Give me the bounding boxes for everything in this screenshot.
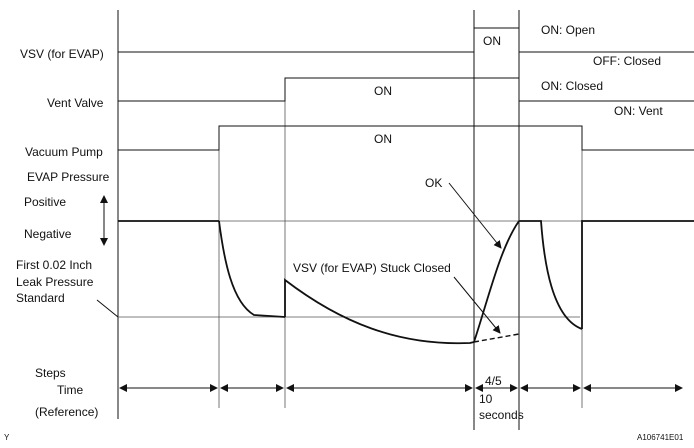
vacuum-pump-on-text: ON (374, 132, 392, 146)
negative-pressure-label: Negative (24, 227, 72, 241)
vsv-signal-line (118, 27, 694, 53)
footer-left-mark: Y (4, 433, 10, 442)
duration-unit-label: seconds (479, 408, 524, 422)
ok-callout-arrow (448, 182, 502, 249)
stuck-closed-label: VSV (for EVAP) Stuck Closed (293, 261, 451, 275)
vent-valve-vent-state: ON: Vent (614, 104, 663, 118)
duration-value-label: 10 (479, 392, 493, 406)
vsv-on-text: ON (483, 34, 501, 48)
vent-valve-label: Vent Valve (47, 96, 104, 110)
time-label: Time (57, 383, 84, 397)
leak-standard-line-1: First 0.02 Inch (16, 258, 92, 272)
step-number-label: 4/5 (485, 374, 502, 388)
ok-label: OK (425, 176, 442, 190)
vent-valve-signal-line (118, 77, 694, 102)
vent-valve-on-text: ON (374, 84, 392, 98)
vacuum-pump-signal-line (118, 125, 694, 151)
post-vsv-pressure-drop (519, 220, 583, 330)
evap-pressure-title: EVAP Pressure (27, 170, 110, 184)
leak-standard-line-3: Standard (16, 291, 65, 305)
reference-label: (Reference) (35, 405, 98, 419)
stuck-closed-callout-arrow (453, 276, 501, 334)
positive-pressure-label: Positive (24, 195, 66, 209)
vsv-closed-state: OFF: Closed (593, 54, 661, 68)
vent-pressure-reset-and-decay (284, 278, 475, 345)
figure-id: A106741E01 (637, 433, 684, 442)
pump-pressure-drop (218, 220, 286, 318)
vsv-label: VSV (for EVAP) (20, 47, 104, 61)
vacuum-pump-label: Vacuum Pump (25, 145, 103, 159)
ok-pressure-recovery (473, 220, 520, 343)
pressure-baseline-end (581, 220, 694, 329)
leak-standard-pointer (96, 299, 119, 318)
stuck-closed-pressure-trace (473, 333, 520, 343)
leak-standard-line-2: Leak Pressure (16, 275, 94, 289)
vsv-open-state: ON: Open (541, 23, 595, 37)
steps-title: Steps (35, 366, 66, 380)
vent-valve-closed-state: ON: Closed (541, 79, 603, 93)
